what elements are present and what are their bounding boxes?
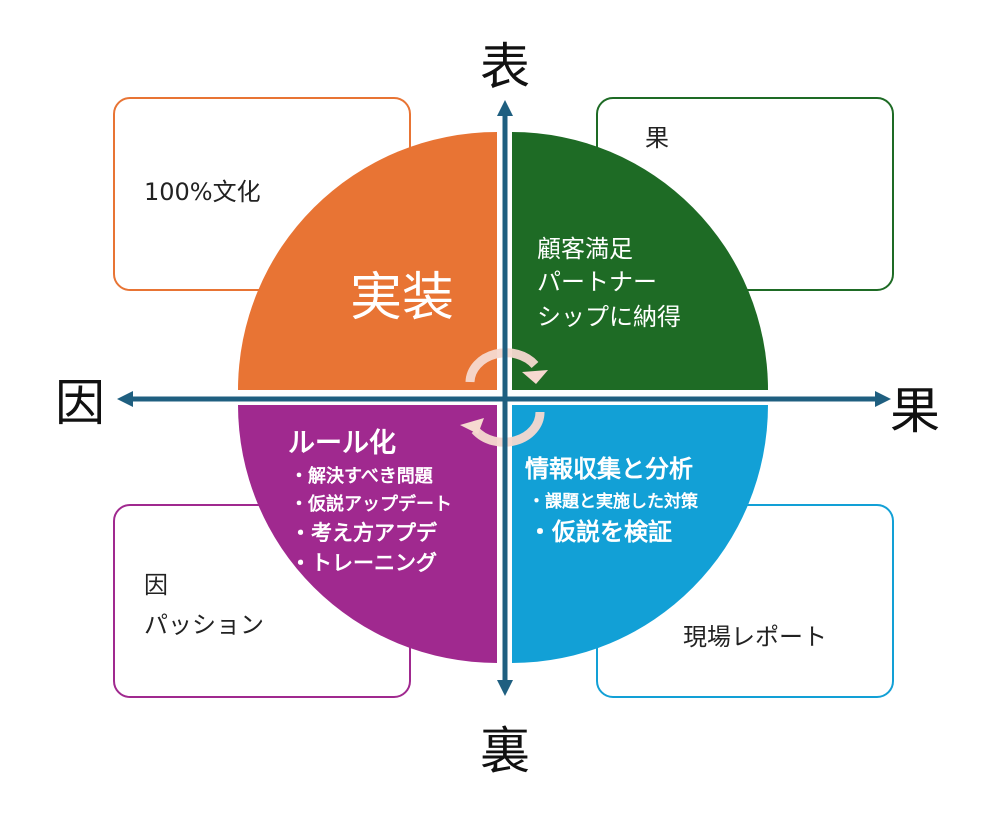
quadrant-top-right-line: パートナー xyxy=(537,268,657,296)
quadrant-top-left xyxy=(238,132,497,390)
cycle-arrowhead-icon xyxy=(522,370,548,384)
quadrant-bottom-right-title: 情報収集と分析 xyxy=(525,455,693,483)
box-top-right-text: 果 xyxy=(645,124,669,152)
axes xyxy=(130,112,878,684)
quadrant-bottom-left-item: ・解決すべき問題 xyxy=(290,465,434,487)
axis-label-right: 果 xyxy=(890,382,940,440)
arrow-right-icon xyxy=(875,391,891,407)
box-top-left-text: 100%文化 xyxy=(144,178,261,206)
quadrant-bottom-right-item: ・課題と実施した対策 xyxy=(528,491,699,512)
quadrant-bottom-left xyxy=(238,405,497,663)
arrow-up-icon xyxy=(497,100,513,116)
quadrant-top-right xyxy=(512,132,768,390)
quadrant-top-right-line: 顧客満足 xyxy=(537,235,633,263)
quadrant-bottom-left-item: ・トレーニング xyxy=(290,551,437,575)
quadrant-bottom-left-title: ルール化 xyxy=(288,428,396,459)
quadrant-bottom-left-item: ・仮説アップデート xyxy=(290,493,452,515)
cycle-arrows-icon xyxy=(465,348,545,447)
quadrant-top-left-title: 実装 xyxy=(350,268,454,328)
arrow-left-icon xyxy=(117,391,133,407)
quadrant-bottom-left-item: ・考え方アプデ xyxy=(290,521,438,545)
axis-label-left: 因 xyxy=(55,374,105,432)
box-bottom-right-text: 現場レポート xyxy=(683,623,827,651)
box-bottom-left-text2: パッション xyxy=(144,611,264,639)
axis-label-top: 表 xyxy=(480,38,530,96)
box-bottom-left-text1: 因 xyxy=(144,571,168,599)
quadrant-bottom-right-item: ・仮説を検証 xyxy=(528,518,672,546)
arrow-down-icon xyxy=(497,680,513,696)
cycle-arrowhead-icon xyxy=(460,418,484,434)
axis-label-bottom: 裏 xyxy=(480,722,530,780)
quadrant-top-right-line: シップに納得 xyxy=(537,303,681,331)
quadrant-bottom-right xyxy=(512,405,768,663)
